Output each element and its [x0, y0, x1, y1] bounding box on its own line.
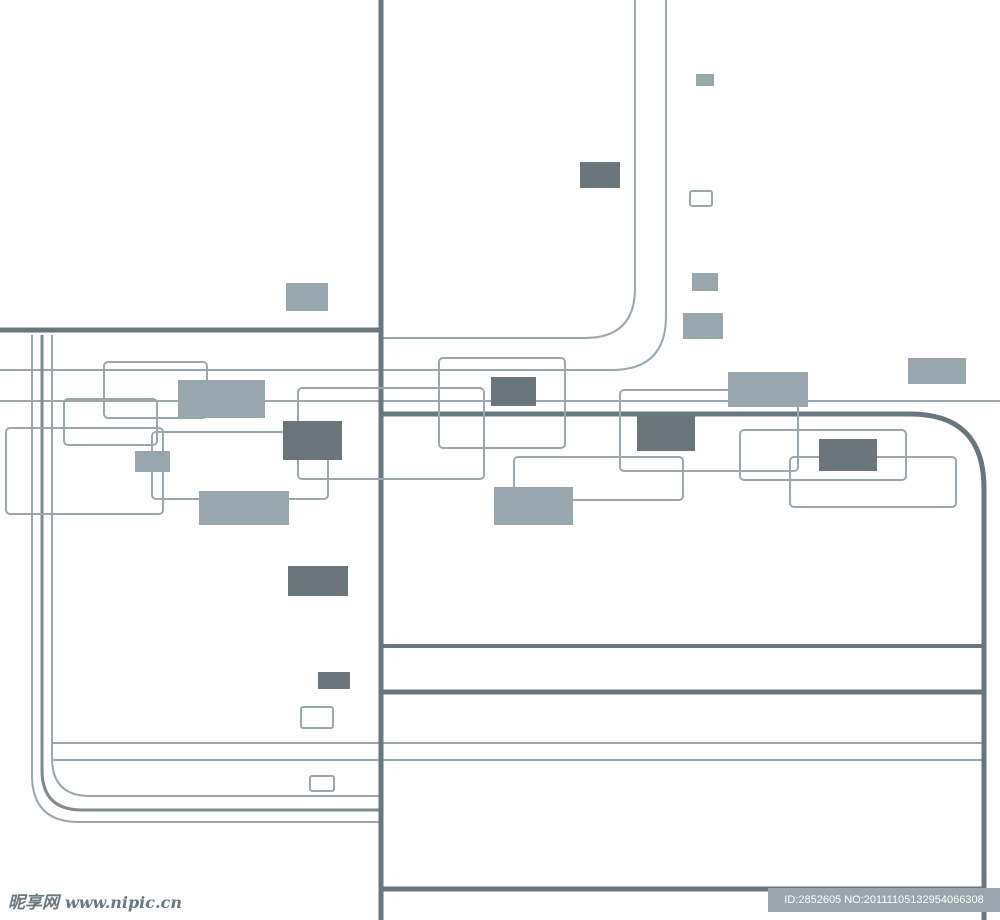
light-block: [494, 487, 573, 525]
light-block: [696, 74, 714, 86]
small-outline-box: [689, 190, 713, 207]
curved-track: [31, 335, 380, 823]
watermark-id-bar: ID:2852605 NO:20111105132954066308: [768, 888, 1000, 912]
curved-tracks-top: [383, 0, 667, 371]
small-outline-box: [300, 706, 334, 729]
outline-frame: [739, 429, 907, 481]
light-block: [286, 283, 328, 311]
curved-track: [51, 335, 380, 797]
outline-frames: [5, 190, 957, 792]
light-blocks: [135, 74, 966, 525]
thin-track-lines: [0, 369, 1000, 761]
light-block: [199, 491, 289, 525]
dark-block: [318, 672, 350, 689]
watermark-id-text: ID:2852605 NO:20111105132954066308: [784, 894, 984, 906]
watermark-brand: 昵享网: [8, 893, 59, 913]
curved-track: [383, 0, 636, 339]
curved-track: [548, 0, 667, 371]
watermark-site: www.nipic.cn: [65, 893, 182, 912]
curved-track: [40, 335, 380, 812]
small-outline-box: [309, 775, 335, 792]
dark-block: [283, 421, 342, 460]
dark-block: [491, 377, 536, 406]
curved-tracks-left: [31, 335, 380, 823]
light-block: [683, 313, 723, 339]
dark-block: [288, 566, 348, 596]
heavy-curve-line: [381, 411, 987, 920]
outline-frame: [438, 357, 566, 449]
dark-block: [637, 416, 695, 451]
dark-block: [819, 439, 877, 471]
outline-frame: [513, 456, 684, 501]
light-block: [908, 358, 966, 384]
dark-blocks: [283, 162, 877, 689]
light-block: [728, 372, 808, 407]
light-block: [692, 273, 718, 291]
light-block: [135, 451, 170, 472]
outline-frame: [63, 398, 158, 446]
watermark-logo: 昵享网 www.nipic.cn: [8, 888, 182, 913]
dark-block: [580, 162, 620, 188]
light-block: [178, 380, 265, 418]
